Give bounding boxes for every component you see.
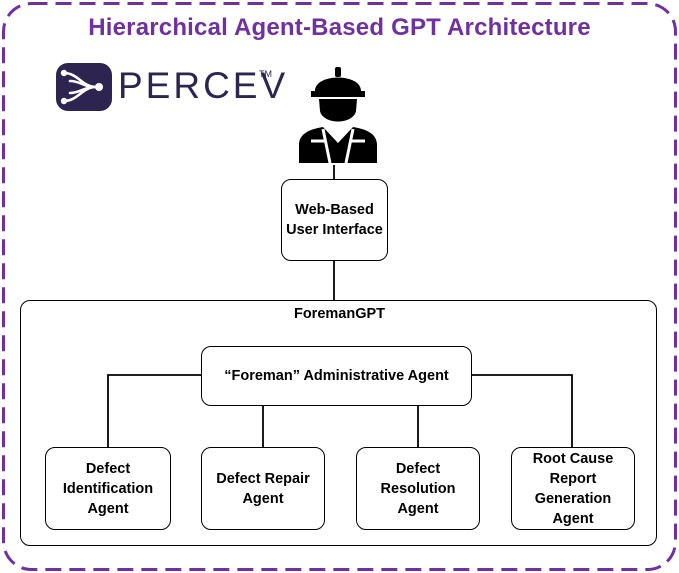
defect-identification-agent-node: Defect Identification Agent xyxy=(45,447,171,530)
foremangpt-container xyxy=(20,300,657,546)
logo-wordmark: PERCEV xyxy=(118,65,289,106)
agent-label: Defect Identification Agent xyxy=(62,460,154,517)
web-ui-node: Web-Based User Interface xyxy=(281,179,388,261)
foreman-agent-node: “Foreman” Administrative Agent xyxy=(201,346,472,406)
diagram-title: Hierarchical Agent-Based GPT Architectur… xyxy=(88,14,591,41)
percev-network-logo-icon xyxy=(56,63,112,111)
connector-foreman-to-agent-1 xyxy=(107,374,201,447)
defect-resolution-agent-node: Defect Resolution Agent xyxy=(356,447,480,530)
connector-foreman-to-agent-4 xyxy=(472,374,573,447)
root-cause-report-agent-node: Root Cause Report Generation Agent xyxy=(511,447,635,530)
agent-label: Defect Repair Agent xyxy=(216,470,310,507)
defect-repair-agent-node: Defect Repair Agent xyxy=(201,447,325,530)
construction-worker-icon xyxy=(299,67,377,164)
agent-label: Root Cause Report Generation Agent xyxy=(532,450,614,527)
foremangpt-label: ForemanGPT xyxy=(293,306,386,322)
agent-label: Defect Resolution Agent xyxy=(380,460,456,517)
percev-logo: PERCEV TM xyxy=(56,63,285,111)
foreman-agent-label: “Foreman” Administrative Agent xyxy=(224,368,449,384)
web-ui-label: Web-Based User Interface xyxy=(286,202,383,238)
logo-trademark: TM xyxy=(259,69,272,79)
